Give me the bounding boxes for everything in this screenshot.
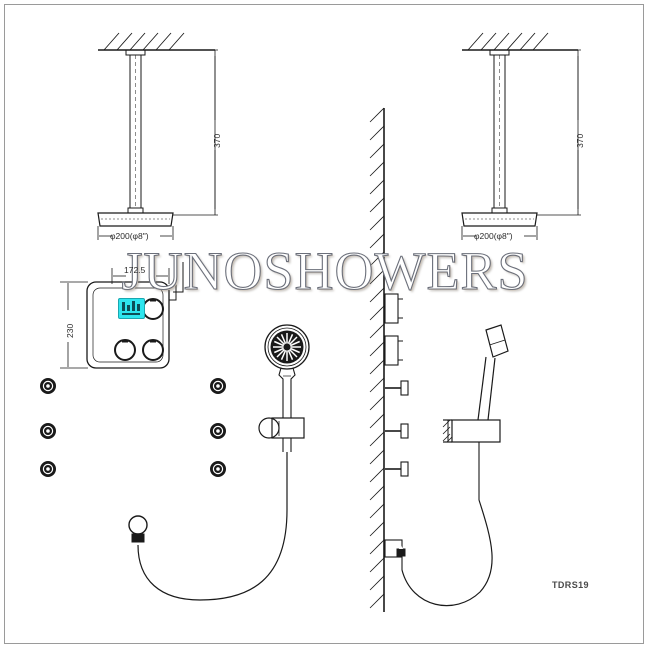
body-jet	[210, 423, 226, 439]
body-jet-side	[385, 423, 409, 439]
body-jet-column-right	[210, 378, 226, 477]
dimension-label-370-left: 370	[212, 133, 222, 148]
dimension-172-5	[111, 268, 170, 284]
dimension-diameter-left	[97, 226, 174, 240]
dimension-label-172-5: 172.5	[124, 265, 146, 275]
ceiling-shower-front	[97, 32, 215, 227]
dimension-370-left	[145, 49, 218, 216]
lcd-display[interactable]	[118, 298, 145, 319]
handheld-shower-front	[258, 324, 310, 452]
control-knob	[142, 298, 164, 320]
wall-outlet-front	[128, 515, 148, 543]
body-jet	[210, 461, 226, 477]
dimension-label-diameter-right: φ200(φ8")	[474, 231, 513, 241]
body-jet	[40, 378, 56, 394]
dimension-label-diameter-left: φ200(φ8")	[110, 231, 149, 241]
body-jet	[210, 378, 226, 394]
body-jet	[40, 423, 56, 439]
control-knob	[114, 339, 136, 361]
wall-section	[369, 107, 385, 612]
model-number-label: TDRS19	[552, 580, 589, 590]
dimension-label-370-right: 370	[575, 133, 585, 148]
hose-side	[401, 499, 493, 607]
body-jet	[40, 461, 56, 477]
control-panel-front	[86, 262, 184, 369]
sheet-border	[4, 4, 644, 644]
control-knob	[142, 339, 164, 361]
body-jet-column-left	[40, 378, 56, 477]
wall-outlet-side	[384, 539, 406, 570]
control-panel-side	[384, 293, 403, 366]
dimension-diameter-right	[461, 226, 538, 240]
handheld-shower-side	[442, 324, 509, 500]
hose-front	[137, 452, 288, 601]
dimension-230	[60, 281, 88, 369]
body-jet-side	[385, 461, 409, 477]
ceiling-shower-side	[461, 32, 578, 227]
body-jet-side	[385, 380, 409, 396]
dimension-370-right	[509, 49, 581, 216]
body-jet-side-column	[385, 380, 409, 477]
dimension-label-230: 230	[65, 323, 75, 338]
